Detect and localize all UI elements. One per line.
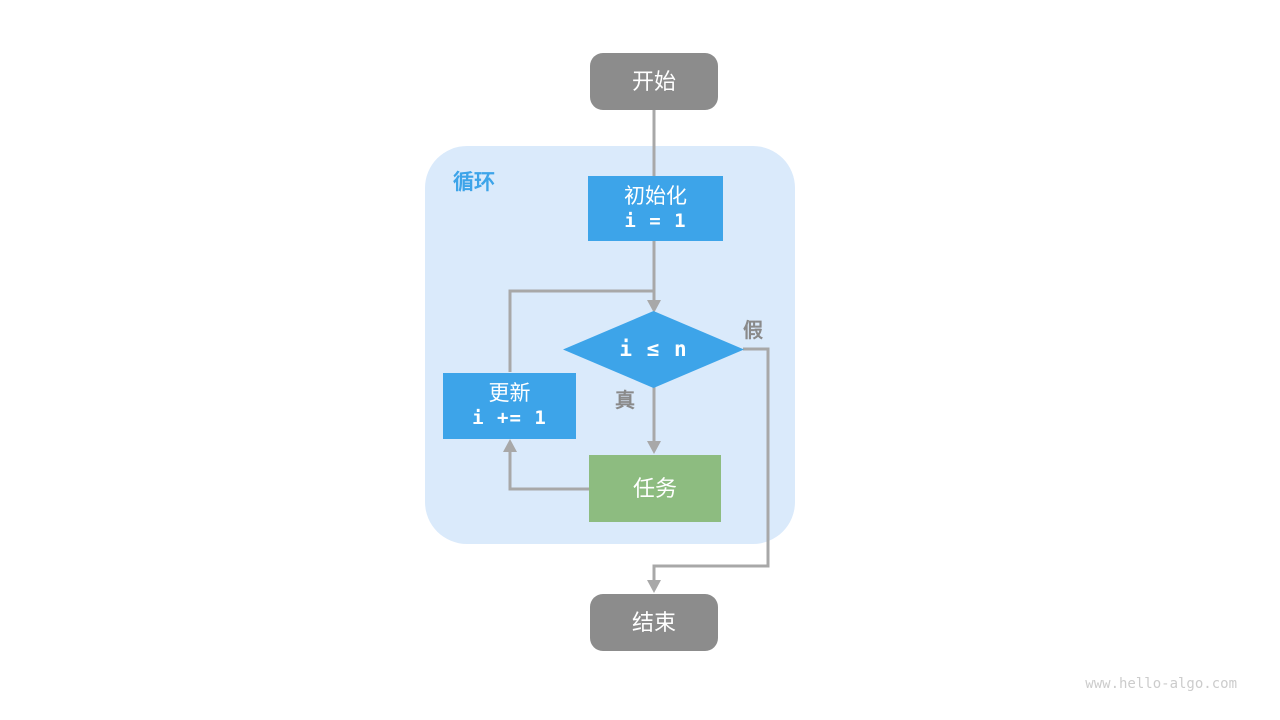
edge-label-false: 假 bbox=[743, 320, 763, 342]
node-decision-code: i ≤ n bbox=[619, 337, 688, 362]
arrowhead-into-task bbox=[647, 441, 661, 454]
arrowhead-into-end bbox=[647, 580, 661, 593]
node-task-label: 任务 bbox=[632, 475, 677, 501]
node-end-label: 结束 bbox=[631, 609, 676, 635]
node-task: 任务 bbox=[589, 455, 721, 522]
watermark-text: www.hello-algo.com bbox=[1085, 676, 1237, 692]
node-start-label: 开始 bbox=[631, 68, 676, 94]
edge-label-true: 真 bbox=[615, 390, 635, 412]
node-init-label: 初始化 bbox=[624, 184, 687, 208]
edge-task-update bbox=[508, 450, 589, 491]
arrowhead-into-decision bbox=[647, 300, 661, 313]
edge-update-junction bbox=[508, 289, 655, 372]
node-init: 初始化 i = 1 bbox=[588, 176, 723, 241]
edge-decision-end bbox=[652, 347, 770, 583]
node-update-label: 更新 bbox=[488, 382, 531, 405]
node-update-code: i += 1 bbox=[472, 407, 547, 430]
loop-container-label: 循环 bbox=[453, 171, 495, 194]
node-init-code: i = 1 bbox=[624, 209, 687, 232]
node-update: 更新 i += 1 bbox=[443, 373, 576, 439]
node-start: 开始 bbox=[590, 53, 718, 110]
arrowhead-into-update bbox=[503, 439, 517, 452]
node-end: 结束 bbox=[590, 594, 718, 651]
